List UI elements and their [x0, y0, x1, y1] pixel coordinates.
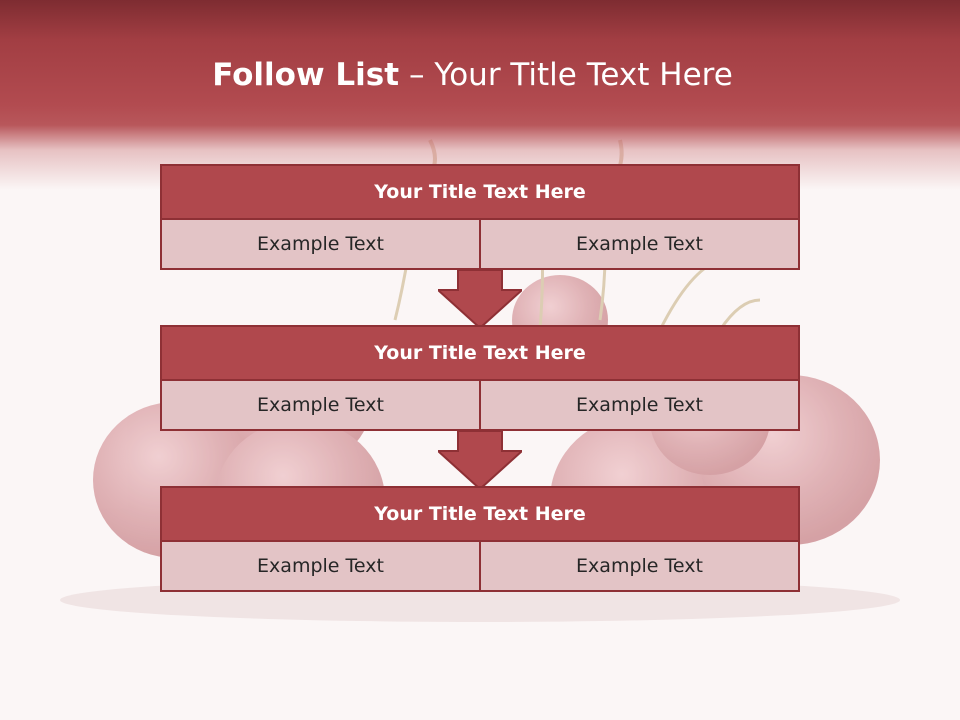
step-row: Example Text Example Text	[160, 542, 800, 592]
slide-title-bold: Follow List	[212, 57, 400, 93]
step-row: Example Text Example Text	[160, 381, 800, 431]
down-arrow-icon	[438, 270, 522, 330]
step-cell-right: Example Text	[481, 542, 800, 592]
header-band	[0, 0, 960, 190]
step-cell-left: Example Text	[160, 381, 481, 431]
slide-title-rest: – Your Title Text Here	[409, 57, 733, 93]
step-title: Your Title Text Here	[160, 486, 800, 542]
step-cell-left: Example Text	[160, 542, 481, 592]
step-cell-right: Example Text	[481, 381, 800, 431]
step-block-1: Your Title Text Here Example Text Exampl…	[160, 164, 800, 270]
down-arrow-icon	[438, 431, 522, 491]
step-block-3: Your Title Text Here Example Text Exampl…	[160, 486, 800, 592]
step-title: Your Title Text Here	[160, 164, 800, 220]
slide-title: Follow List– Your Title Text Here	[0, 52, 945, 98]
step-cell-left: Example Text	[160, 220, 481, 270]
step-row: Example Text Example Text	[160, 220, 800, 270]
step-cell-right: Example Text	[481, 220, 800, 270]
step-title: Your Title Text Here	[160, 325, 800, 381]
step-block-2: Your Title Text Here Example Text Exampl…	[160, 325, 800, 431]
